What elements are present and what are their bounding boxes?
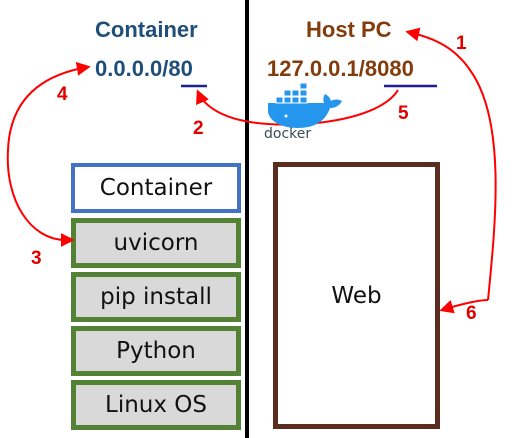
host-address-prefix: 127.0.0.1/: [267, 56, 365, 81]
stack-box-container: Container: [71, 163, 241, 213]
container-address: 0.0.0.0/80: [95, 56, 193, 82]
container-title: Container: [95, 17, 198, 42]
arrow-1: [405, 27, 497, 301]
step-number-1: 1: [456, 33, 467, 54]
center-divider: [245, 0, 249, 438]
host-title: Host PC: [306, 17, 392, 42]
step-number-4: 4: [57, 84, 68, 105]
step-number-2: 2: [193, 118, 204, 139]
arrow-5-to-2: [196, 89, 399, 126]
stack-box-pip-install: pip install: [71, 272, 241, 322]
web-box: Web: [273, 162, 440, 429]
stack-box-uvicorn: uvicorn: [71, 218, 241, 268]
stack-box-python: Python: [71, 326, 241, 376]
stack-box-linux-os: Linux OS: [71, 380, 241, 430]
step-number-6: 6: [466, 303, 477, 324]
container-address-port: 80: [168, 56, 193, 81]
arrow-6: [439, 299, 489, 314]
container-address-prefix: 0.0.0.0/: [95, 56, 169, 81]
arrow-3-to-4: [6, 61, 91, 241]
docker-logo-icon: [268, 82, 342, 128]
host-address-port: 8080: [364, 56, 414, 81]
docker-wordmark: docker: [264, 126, 311, 142]
host-address: 127.0.0.1/8080: [267, 56, 414, 82]
step-number-5: 5: [398, 103, 409, 124]
step-number-3: 3: [31, 248, 42, 269]
